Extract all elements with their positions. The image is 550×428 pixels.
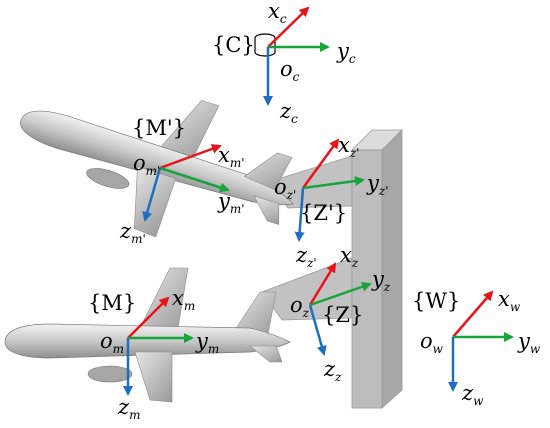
- frame-z-origin-label: oz: [290, 293, 310, 320]
- frame-z-prime-origin-label: oz': [274, 175, 296, 202]
- frame-z-prime-z-label: zz': [295, 243, 317, 270]
- frame-m-prime-x-label: xm': [218, 143, 245, 170]
- frame-m-y-label: ym: [195, 329, 219, 356]
- frame-m-axes: [123, 296, 194, 396]
- frame-z-prime-y-label: yz': [366, 171, 389, 198]
- frame-z-axes: [308, 262, 372, 356]
- aircraft-icon: [4, 267, 291, 403]
- frame-m-prime-axes: [142, 144, 230, 222]
- frame-m-origin-label: om: [100, 329, 124, 356]
- frame-z-label: {Z}: [322, 303, 363, 327]
- frame-m-x-label: xm: [172, 286, 195, 313]
- frame-m-prime-label: {M'}: [132, 116, 186, 140]
- frame-z-prime-axes: [294, 138, 365, 242]
- frame-m-prime-y-label: ym': [217, 189, 245, 216]
- frame-w-z-label: zw: [461, 381, 484, 408]
- frame-m-label: {M}: [88, 291, 136, 315]
- frame-m-prime-origin-label: om': [133, 151, 160, 178]
- frame-c-x-label: xc: [268, 0, 287, 26]
- frame-w-label: {W}: [412, 289, 460, 313]
- frame-c-label: {C}: [212, 33, 255, 57]
- frame-z-prime-x-label: xz': [338, 133, 359, 160]
- frame-w-y-label: yw: [517, 329, 541, 356]
- frame-m-z-label: zm: [117, 395, 140, 422]
- frame-z-prime-label: {Z'}: [300, 201, 347, 225]
- frame-w-x-label: xw: [498, 287, 521, 314]
- frame-z-x-label: xz: [340, 243, 359, 270]
- frame-c-y-label: yc: [336, 39, 356, 66]
- wall-icon: [261, 129, 403, 409]
- frame-z-y-label: yz: [371, 267, 391, 294]
- frame-c-origin-label: oc: [280, 57, 300, 84]
- camera-icon: [254, 33, 276, 57]
- frame-w-origin-label: ow: [420, 329, 444, 356]
- frame-c-axes: [263, 6, 330, 106]
- frame-w-axes: [448, 290, 514, 392]
- frame-z-z-label: zz: [323, 357, 342, 384]
- frame-m-prime-z-label: zm': [119, 219, 146, 246]
- frame-c-z-label: zc: [279, 99, 298, 126]
